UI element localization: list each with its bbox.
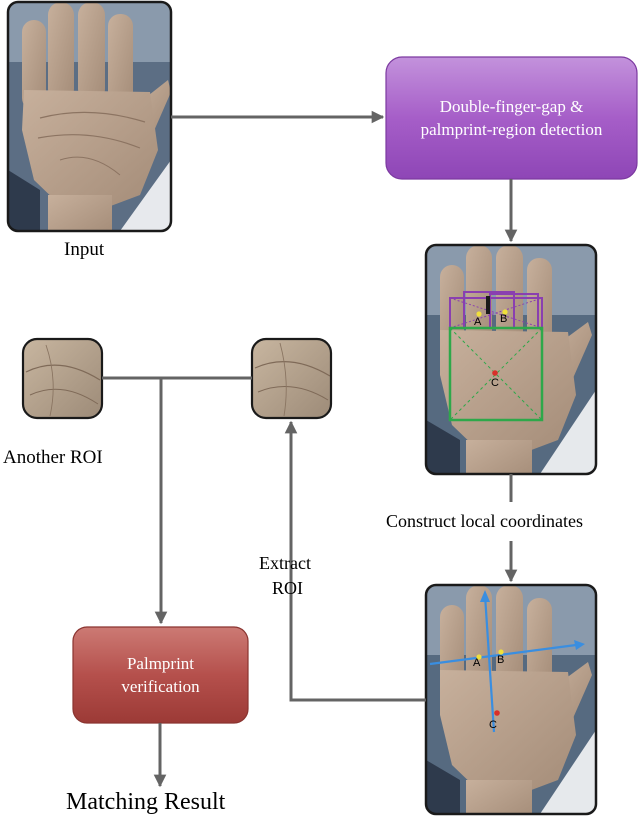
flow-connectors — [102, 110, 518, 788]
another-roi-label: Another ROI — [3, 447, 103, 468]
extract-label-line2: ROI — [272, 578, 303, 598]
detection-hand-image — [426, 245, 596, 474]
coordinates-hand-image — [426, 585, 596, 814]
input-hand-image — [8, 2, 171, 231]
point-a-label-detection: A — [474, 316, 482, 328]
input-label: Input — [64, 239, 105, 260]
point-b-label-detection: B — [500, 313, 508, 325]
extract-label-line1: Extract — [259, 553, 311, 573]
arrow-extract-roi — [284, 420, 426, 702]
point-b-label-coords: B — [497, 654, 505, 666]
extracted-roi-image — [252, 339, 331, 418]
verification-label: Palmprint verification — [121, 654, 200, 696]
another-roi-image — [23, 339, 102, 418]
point-c-label-detection: C — [491, 377, 499, 389]
construct-label: Construct local coordinates — [386, 511, 583, 531]
point-c-label-coords: C — [489, 719, 497, 731]
detection-label: Double-finger-gap & palmprint-region det… — [420, 97, 603, 139]
point-a-label-coords: A — [473, 657, 481, 669]
matching-result-label: Matching Result — [66, 789, 226, 815]
